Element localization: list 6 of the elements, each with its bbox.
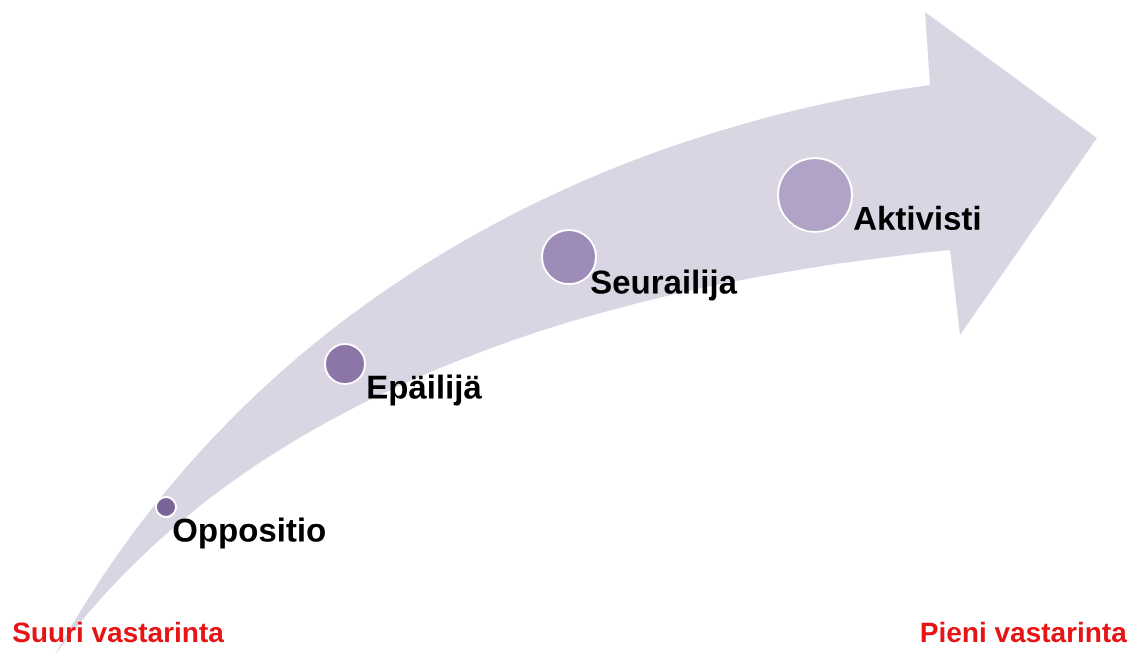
stage-label: Oppositio: [173, 517, 325, 549]
stage-label: Aktivisti: [854, 205, 980, 231]
stage-label: Seurailija: [591, 269, 738, 301]
axis-end-label: Suuri vastarinta: [13, 621, 224, 643]
axis-end-label: Pieni vastarinta: [921, 621, 1127, 643]
stage-label: Epäilijä: [368, 374, 482, 406]
